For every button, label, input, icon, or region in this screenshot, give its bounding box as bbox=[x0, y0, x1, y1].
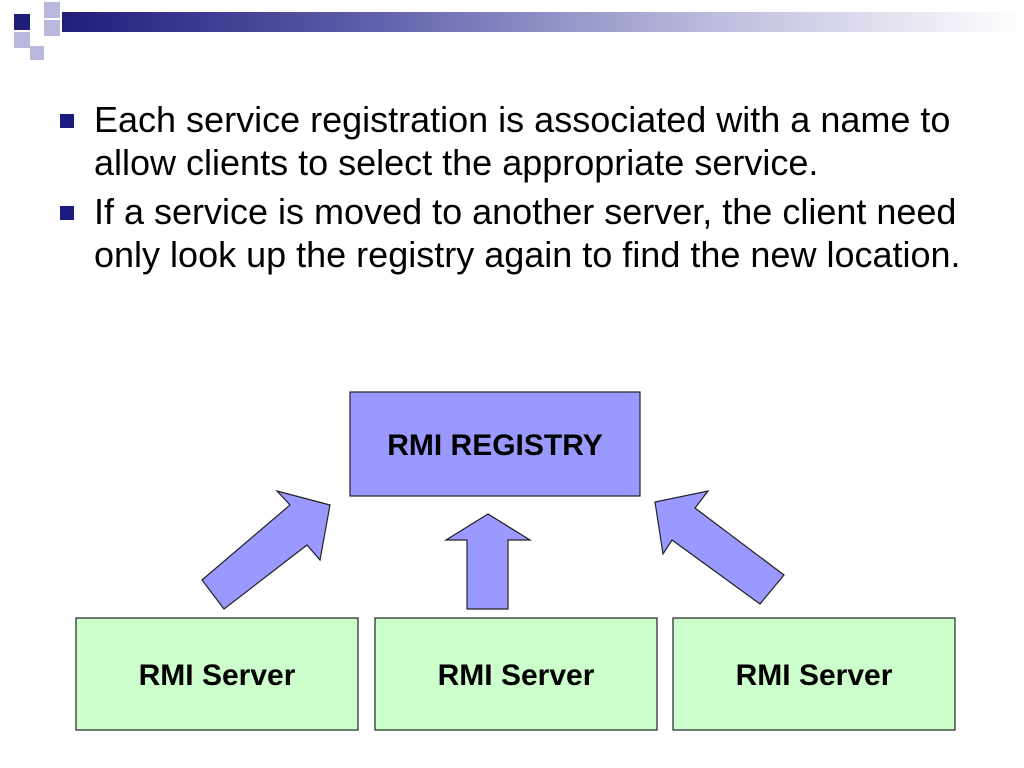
bullet-text: Each service registration is associated … bbox=[94, 99, 951, 183]
arrow-up bbox=[443, 513, 533, 610]
registry-node: RMI REGISTRY bbox=[349, 391, 641, 497]
server-node: RMI Server bbox=[75, 617, 359, 731]
arrow-up-right bbox=[201, 489, 331, 610]
header-square-light-4 bbox=[30, 46, 44, 60]
bullet-list: Each service registration is associated … bbox=[58, 98, 988, 282]
header-gradient-bar bbox=[62, 12, 1024, 32]
bullet-square-icon bbox=[60, 114, 74, 128]
header-square-light-3 bbox=[14, 32, 30, 48]
server-box bbox=[374, 617, 658, 731]
server-box bbox=[75, 617, 359, 731]
server-node: RMI Server bbox=[672, 617, 956, 731]
server-label: RMI Server bbox=[736, 659, 893, 692]
registry-box bbox=[349, 391, 641, 497]
registry-label: RMI REGISTRY bbox=[387, 429, 603, 462]
arrow-up-left bbox=[654, 490, 785, 605]
header-square-light-1 bbox=[44, 2, 60, 18]
bullet-item: If a service is moved to another server,… bbox=[58, 190, 988, 276]
server-node: RMI Server bbox=[374, 617, 658, 731]
bullet-item: Each service registration is associated … bbox=[58, 98, 988, 184]
server-label: RMI Server bbox=[438, 659, 595, 692]
header-square-light-2 bbox=[44, 20, 60, 36]
bullet-text: If a service is moved to another server,… bbox=[94, 191, 961, 275]
server-box bbox=[672, 617, 956, 731]
bullet-square-icon bbox=[60, 206, 74, 220]
header-square-dark-1 bbox=[14, 14, 30, 30]
server-label: RMI Server bbox=[139, 659, 296, 692]
